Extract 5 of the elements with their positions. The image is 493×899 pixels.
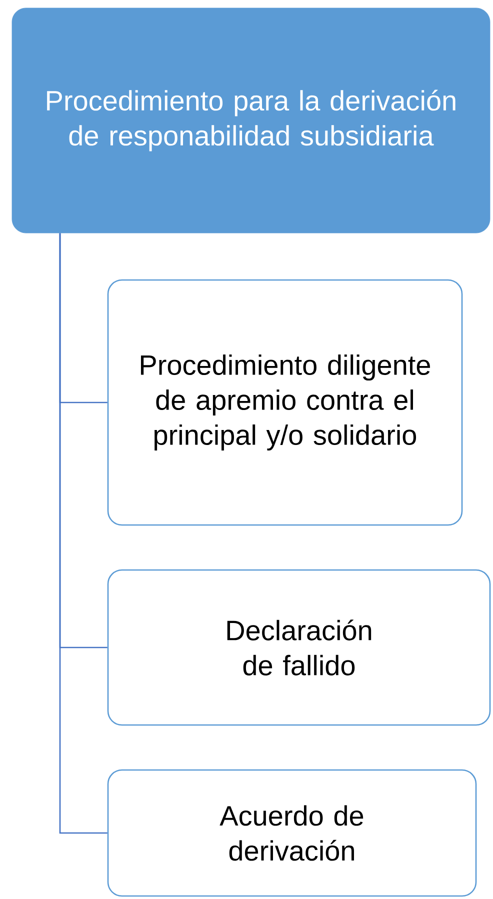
step-box: Procedimiento diligente de apremio contra el principal y/o solidario [107, 279, 463, 526]
connector-line [59, 233, 108, 834]
title-box: Procedimiento para la derivación de responabilidad subsidiaria [12, 8, 490, 234]
step-box: Acuerdo de derivación [107, 769, 477, 897]
step-box: Declaración de fallido [107, 569, 491, 726]
